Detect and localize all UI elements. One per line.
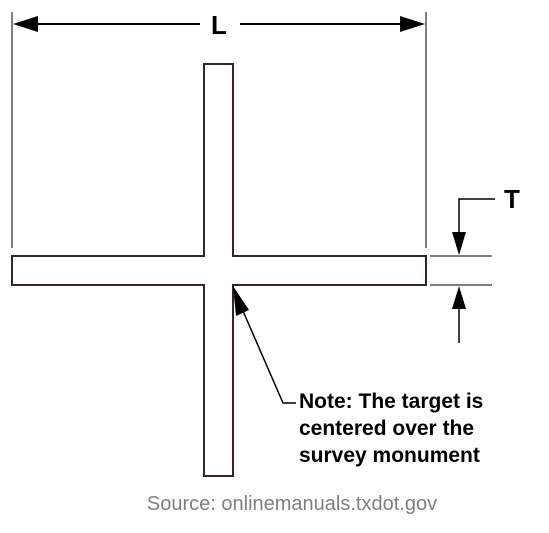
note-leader-arrow bbox=[233, 286, 296, 404]
note-line-1: Note: The target is bbox=[299, 390, 483, 413]
thickness-dimension-arrow-top bbox=[452, 198, 495, 255]
note-line-2: centered over the bbox=[299, 417, 474, 440]
cross-target bbox=[11, 63, 427, 477]
length-dimension-arrow-left bbox=[13, 16, 200, 32]
length-label: L bbox=[211, 10, 227, 40]
thickness-dimension-arrow-bottom bbox=[452, 286, 466, 343]
length-dimension-arrow-right bbox=[240, 16, 425, 32]
source-caption: Source: onlinemanuals.txdot.gov bbox=[147, 493, 437, 515]
thickness-label: T bbox=[504, 184, 520, 214]
note-line-3: survey monument bbox=[299, 444, 480, 467]
